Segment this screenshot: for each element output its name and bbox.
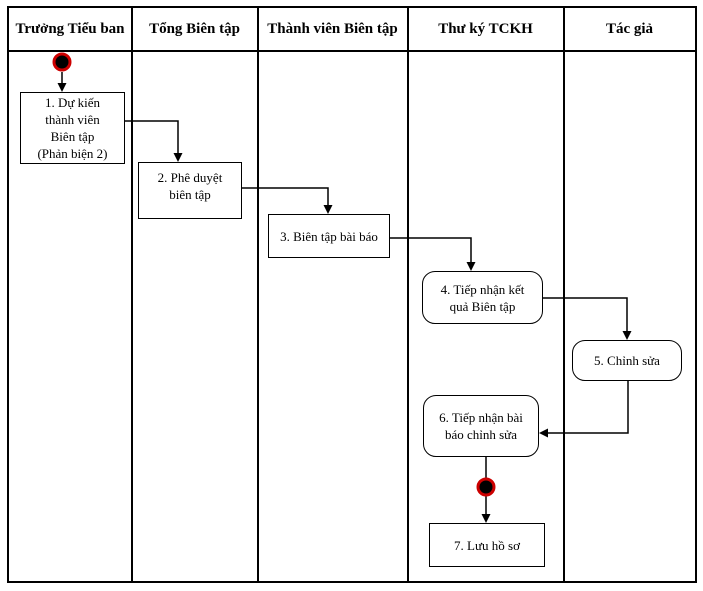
- activity-node-2: 2. Phê duyệt biên tập: [138, 162, 242, 219]
- lane-header-thanh-vien-bien-tap: Thành viên Biên tập: [267, 20, 398, 37]
- edge-5-6: [539, 381, 629, 438]
- activity-node-3: 3. Biên tập bài báo: [268, 214, 390, 258]
- lane-divider-4: [563, 8, 565, 581]
- start-node: [52, 52, 72, 72]
- activity-node-4: 4. Tiếp nhận kết quả Biên tập: [422, 271, 543, 324]
- edge-start-1: [57, 72, 67, 92]
- edge-2-3: [242, 187, 333, 214]
- lane-header-truong-tieu-ban: Trưởng Tiểu ban: [15, 20, 125, 37]
- header-divider: [9, 50, 695, 52]
- end-node: [476, 477, 496, 497]
- activity-node-6: 6. Tiếp nhận bài báo chỉnh sửa: [423, 395, 539, 457]
- lane-divider-2: [257, 8, 259, 581]
- edge-3-4: [390, 237, 476, 271]
- lane-header-tac-gia: Tác giả: [605, 20, 654, 37]
- activity-node-5: 5. Chỉnh sửa: [572, 340, 682, 381]
- lane-header-thu-ky-tckh: Thư ký TCKH: [438, 20, 533, 37]
- activity-node-7: 7. Lưu hồ sơ: [429, 523, 545, 567]
- lane-header-tong-bien-tap: Tổng Biên tập: [149, 20, 240, 37]
- lane-divider-3: [407, 8, 409, 581]
- lane-table: Trưởng Tiểu ban Tổng Biên tập Thành viên…: [7, 6, 697, 583]
- edge-1-2: [125, 120, 183, 162]
- lane-divider-1: [131, 8, 133, 581]
- activity-node-1: 1. Dự kiến thành viên Biên tập (Phản biệ…: [20, 92, 125, 164]
- edge-4-5: [543, 297, 632, 340]
